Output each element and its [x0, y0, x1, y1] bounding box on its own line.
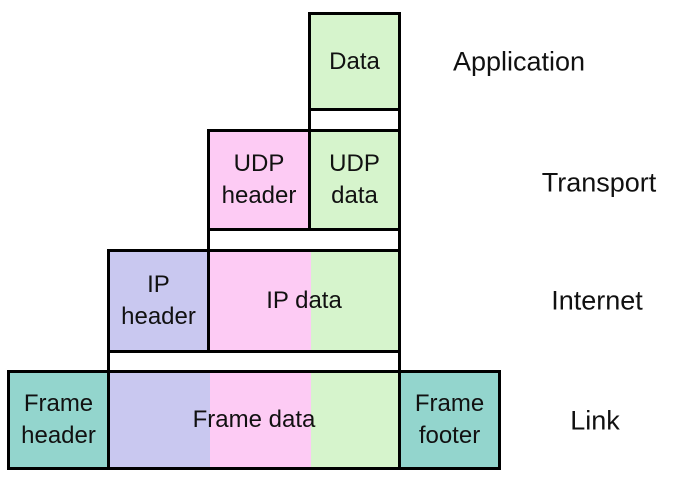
layer-label-application: Application: [452, 46, 586, 77]
udp-data-box: UDP data: [308, 129, 401, 231]
ip-header-box: IP header: [107, 249, 210, 353]
frame-header-box: Frame header: [7, 370, 110, 470]
udp-header-box: UDP header: [207, 129, 311, 231]
data-box: Data: [308, 12, 401, 111]
layer-label-link: Link: [570, 405, 620, 436]
frame-footer-box: Frame footer: [398, 370, 501, 470]
frame-data-box: Frame data: [107, 370, 401, 470]
layer-label-transport: Transport: [541, 167, 657, 198]
layer-label-internet: Internet: [551, 285, 643, 316]
ip-data-box: IP data: [207, 249, 401, 353]
